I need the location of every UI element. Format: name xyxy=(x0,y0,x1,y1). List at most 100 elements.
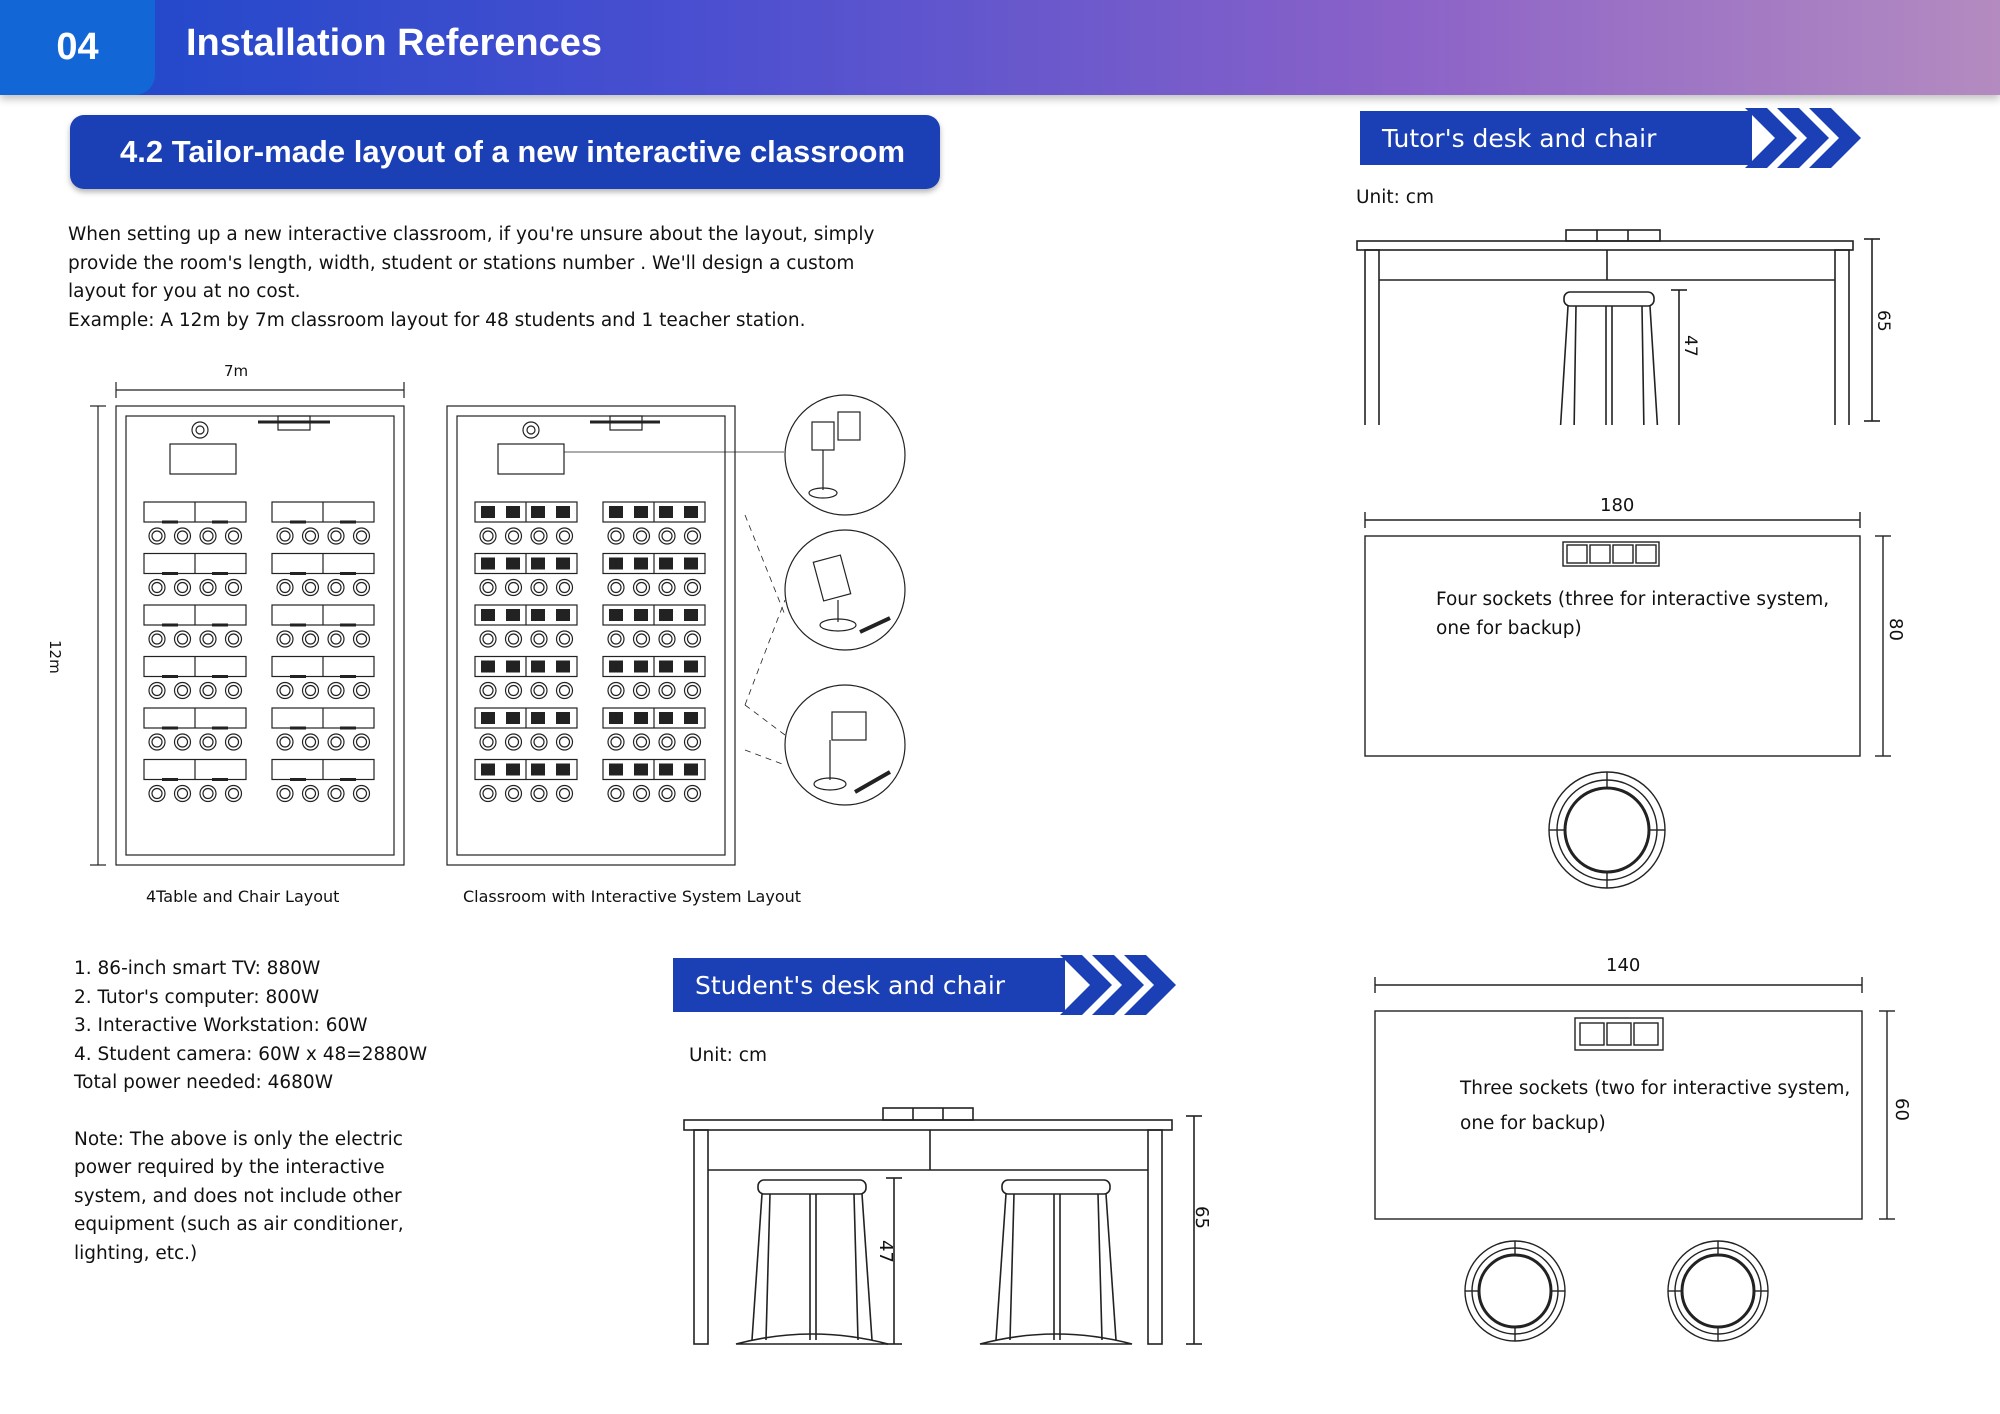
desk-row xyxy=(602,707,706,751)
stool-icon xyxy=(199,784,217,803)
stool-icon xyxy=(530,681,548,700)
student-socket-note-line: Three sockets (two for interactive syste… xyxy=(1460,1078,1851,1099)
tutor-desk-banner: Tutor's desk and chair xyxy=(1360,111,1752,165)
stool-icon xyxy=(607,681,625,700)
stool-icon xyxy=(199,681,217,700)
stool-icon xyxy=(683,630,702,648)
stool-icon xyxy=(683,733,702,751)
stool-icon xyxy=(632,578,651,597)
stool-icon xyxy=(301,681,320,700)
intro-line: layout for you at no cost. xyxy=(68,281,301,302)
header-bar xyxy=(0,0,2000,95)
student-desk-banner-text: Student's desk and chair xyxy=(695,970,1006,1000)
stool-icon xyxy=(148,630,166,648)
stool-icon xyxy=(148,681,166,700)
stool-icon xyxy=(352,527,371,545)
student-desk-grid-left xyxy=(143,501,375,803)
stool-icon xyxy=(173,578,192,597)
caption-right: Classroom with Interactive System Layout xyxy=(463,887,802,906)
stool-icon xyxy=(301,578,320,597)
desk-row xyxy=(602,552,706,597)
stool-icon xyxy=(504,578,523,597)
student-unit: Unit: cm xyxy=(689,1045,767,1066)
stool-icon xyxy=(607,733,625,751)
student-desk-banner: Student's desk and chair xyxy=(673,958,1065,1012)
stool-icon xyxy=(555,681,574,700)
stool-icon xyxy=(224,733,243,751)
stool-icon xyxy=(352,681,371,700)
stool-icon xyxy=(224,630,243,648)
stool-icon xyxy=(479,578,497,597)
stool-icon xyxy=(276,578,294,597)
desk-row xyxy=(271,707,375,751)
stool-icon xyxy=(555,527,574,545)
tutor-desk-banner-text: Tutor's desk and chair xyxy=(1382,123,1657,153)
stool-icon xyxy=(632,681,651,700)
stool-icon xyxy=(658,733,676,751)
stool-icon xyxy=(173,527,192,545)
stool-icon xyxy=(683,784,702,803)
desk-row xyxy=(474,604,578,648)
stool-icon xyxy=(327,681,345,700)
stool-icon xyxy=(530,527,548,545)
desk-row xyxy=(271,604,375,648)
stool-icon xyxy=(199,733,217,751)
stool-icon xyxy=(607,784,625,803)
section-title-text: 4.2 Tailor-made layout of a new interact… xyxy=(120,134,906,169)
power-item: 4. Student camera: 60W x 48=2880W xyxy=(74,1043,428,1065)
power-note-line: system, and does not include other xyxy=(74,1185,402,1207)
student-desk-height: 65 xyxy=(1191,1206,1212,1229)
power-total: Total power needed: 4680W xyxy=(74,1072,333,1093)
desk-row xyxy=(602,604,706,648)
stool-icon xyxy=(555,784,574,803)
stool-icon xyxy=(632,784,651,803)
stool-icon xyxy=(658,527,676,545)
stool-icon xyxy=(173,681,192,700)
stool-icon xyxy=(327,784,345,803)
desk-row xyxy=(271,758,375,803)
desk-row xyxy=(143,552,247,597)
stool-icon xyxy=(504,681,523,700)
stool-icon xyxy=(352,733,371,751)
power-list: 1. 86-inch smart TV: 880W 2. Tutor's com… xyxy=(74,955,434,1268)
stool-icon xyxy=(301,784,320,803)
stool-icon xyxy=(658,681,676,700)
power-note-line: lighting, etc.) xyxy=(74,1242,198,1264)
tutor-top-width: 180 xyxy=(1600,495,1635,516)
stool-icon xyxy=(530,578,548,597)
desk-row xyxy=(143,501,247,545)
desk-row xyxy=(143,655,247,700)
stool-icon xyxy=(276,784,294,803)
tutor-desk-height: 65 xyxy=(1873,310,1893,332)
room-width-label: 7m xyxy=(224,362,249,380)
stool-icon xyxy=(173,784,192,803)
desk-row xyxy=(474,758,578,803)
stool-icon xyxy=(683,527,702,545)
desk-row xyxy=(271,501,375,545)
tutor-desk-top-view xyxy=(1364,512,1891,889)
desk-row xyxy=(143,758,247,803)
stool-icon xyxy=(301,733,320,751)
stool-icon xyxy=(555,578,574,597)
desk-row xyxy=(271,655,375,700)
stool-icon xyxy=(224,784,243,803)
tutor-desk-elevation xyxy=(1356,229,1880,425)
stool-icon xyxy=(658,578,676,597)
stool-icon xyxy=(327,578,345,597)
stool-icon xyxy=(199,578,217,597)
stool-icon xyxy=(148,578,166,597)
tutor-socket-note-line: one for backup) xyxy=(1436,617,1582,639)
stool-icon xyxy=(301,630,320,648)
floorplans-figure xyxy=(90,382,906,866)
intro-line: When setting up a new interactive classr… xyxy=(68,224,875,245)
stool-icon xyxy=(479,784,497,803)
tutor-chair-height: 47 xyxy=(1680,335,1700,357)
caption-left: 4Table and Chair Layout xyxy=(146,887,340,906)
tutor-unit: Unit: cm xyxy=(1356,187,1434,208)
stool-icon xyxy=(632,527,651,545)
student-top-depth: 60 xyxy=(1891,1098,1912,1121)
intro-line: Example: A 12m by 7m classroom layout fo… xyxy=(68,309,806,331)
stool-icon xyxy=(199,527,217,545)
stool-icon xyxy=(479,733,497,751)
room-length-label: 12m xyxy=(46,640,64,674)
